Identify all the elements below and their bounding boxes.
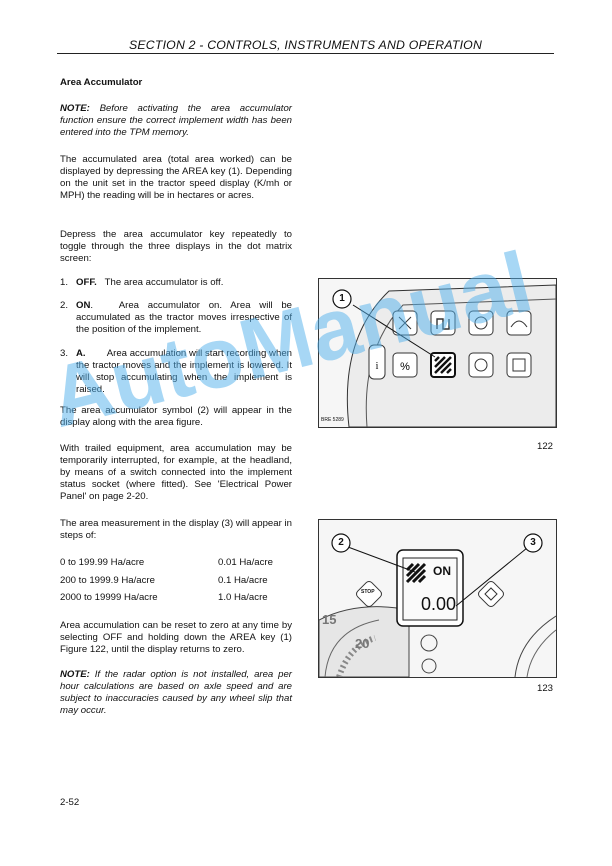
- step-range: 2000 to 19999 Ha/acre: [60, 592, 158, 603]
- note-text: Before activating the area accumulator f…: [60, 103, 292, 138]
- dial-label-20: 20: [355, 636, 370, 651]
- header-rule: [57, 53, 554, 54]
- display-screen-illustration: [319, 533, 556, 677]
- paragraph-reset: Area accumulation can be reset to zero a…: [60, 620, 292, 656]
- callout-2: 2: [338, 537, 344, 548]
- section-heading: Area Accumulator: [60, 77, 292, 89]
- paragraph-symbol: The area accumulator symbol (2) will app…: [60, 405, 292, 429]
- table-row: 200 to 1999.9 Ha/acre 0.1 Ha/acre: [60, 575, 292, 593]
- note-block-1: NOTE: Before activating the area accumul…: [60, 103, 292, 139]
- note-block-2: NOTE: If the radar option is not install…: [60, 669, 292, 717]
- figure-number-123: 123: [537, 683, 554, 694]
- heading-text: Area Accumulator: [60, 77, 143, 88]
- figure-ref-code: BRE 5289: [321, 417, 344, 423]
- paragraph-accumulated-area: The accumulated area (total area worked)…: [60, 154, 292, 202]
- list-text: The area accumulator is off.: [96, 277, 224, 288]
- list-text: . Area accumulator on. Area will be accu…: [76, 300, 295, 335]
- display-mode-on: ON: [433, 564, 451, 578]
- mode-list: 1. OFF. The area accumulator is off.: [60, 277, 292, 289]
- figure-number-122: 122: [537, 441, 554, 452]
- para-text: The accumulated area (total area worked)…: [60, 154, 292, 201]
- note-label: NOTE:: [60, 103, 90, 114]
- table-row: 0 to 199.99 Ha/acre 0.01 Ha/acre: [60, 557, 292, 575]
- step-value: 1.0 Ha/acre: [218, 592, 268, 603]
- note-label: NOTE:: [60, 669, 90, 680]
- list-number: 3.: [60, 348, 69, 359]
- svg-text:i: i: [376, 361, 379, 372]
- step-value: 0.01 Ha/acre: [218, 557, 273, 568]
- stop-key-label: STOP: [361, 589, 375, 595]
- list-item: 2. ON. Area accumulator on. Area will be …: [60, 300, 292, 336]
- mode-list-2: 2. ON. Area accumulator on. Area will be …: [60, 300, 292, 336]
- step-range: 0 to 199.99 Ha/acre: [60, 557, 145, 568]
- list-item: 1. OFF. The area accumulator is off.: [60, 277, 292, 289]
- svg-text:%: %: [400, 361, 410, 373]
- para-text: The area accumulator symbol (2) will app…: [60, 405, 292, 428]
- para-text: Depress the area accumulator key repeate…: [60, 229, 292, 264]
- display-area-value: 0.00: [421, 594, 457, 614]
- page-number: 2-52: [60, 797, 80, 808]
- dashboard-keypad-illustration: i %: [332, 284, 556, 427]
- list-text: Area accumulation will start recording w…: [76, 348, 295, 395]
- step-value: 0.1 Ha/acre: [218, 574, 268, 586]
- list-label: OFF.: [76, 277, 97, 288]
- para-text: The area measurement in the display (3) …: [60, 518, 292, 541]
- paragraph-toggle: Depress the area accumulator key repeate…: [60, 229, 292, 265]
- mode-list-3: 3. A. Area accumulation will start record…: [60, 348, 292, 396]
- list-label: A.: [76, 348, 86, 359]
- step-range: 200 to 1999.9 Ha/acre: [60, 574, 155, 586]
- paragraph-trailed: With trailed equipment, area accumulatio…: [60, 443, 292, 503]
- steps-table: 0 to 199.99 Ha/acre 0.01 Ha/acre 200 to 1…: [60, 557, 292, 610]
- figure-123: 2 3 ON 0.00 STOP 15 20: [318, 519, 557, 678]
- figure-122: i % 1 BRE 5289: [318, 278, 557, 428]
- paragraph-steps: The area measurement in the display (3) …: [60, 518, 292, 542]
- list-number: 2.: [60, 300, 69, 311]
- list-item: 3. A. Area accumulation will start record…: [60, 348, 292, 396]
- section-header: SECTION 2 - CONTROLS, INSTRUMENTS AND OP…: [128, 38, 483, 52]
- callout-1: 1: [339, 293, 345, 304]
- callout-3: 3: [530, 537, 536, 548]
- list-label: ON: [76, 300, 91, 311]
- table-row: 2000 to 19999 Ha/acre 1.0 Ha/acre: [60, 592, 292, 610]
- list-number: 1.: [60, 277, 69, 288]
- note-text: If the radar option is not installed, ar…: [60, 669, 292, 716]
- para-text: With trailed equipment, area accumulatio…: [60, 443, 292, 502]
- dial-label-15: 15: [322, 612, 337, 627]
- para-text: Area accumulation can be reset to zero a…: [60, 620, 292, 655]
